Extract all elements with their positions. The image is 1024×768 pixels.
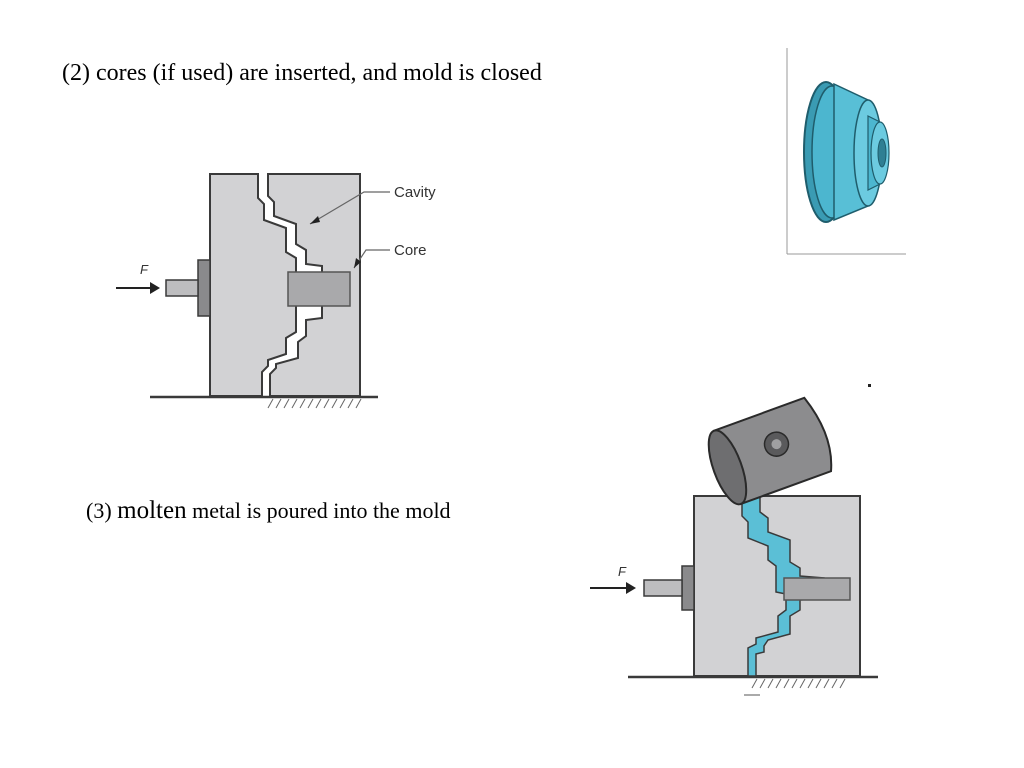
force-label: F [618,564,627,579]
step-2-caption: (2) cores (if used) are inserted, and mo… [62,60,542,86]
core-insert [287,271,351,307]
cavity-leader [309,191,390,225]
ram-rod [643,579,683,597]
floor-hatch [267,398,362,409]
floor-hatch [751,678,846,689]
right-die-half [267,173,361,397]
step-3-caption-prefix: (3) [86,498,118,523]
molten-metal-fill [741,495,825,677]
ladle [707,396,833,506]
ram-rod [165,279,199,297]
step-3-caption-suffix: metal is poured into the mold [186,498,451,523]
step-3-caption: (3) molten metal is poured into the mold [86,497,451,525]
cavity-leader-tip [310,216,320,224]
speck-mark [868,384,871,387]
ram-plate [681,565,695,611]
core-leader-tip [354,258,361,268]
ladle-pivot-hub [771,439,782,450]
step-3-caption-emphasis: molten [117,497,187,524]
force-arrow-head [626,582,636,594]
pouring-diagram: F [590,384,878,696]
left-die-half [209,173,297,397]
force-label: F [140,262,149,277]
cast-part-illustration [786,48,906,255]
core-insert [783,577,851,601]
force-arrow-head [150,282,160,294]
part-bore [877,138,887,168]
ram-plate [197,259,211,317]
cavity-label: Cavity [394,184,436,201]
closed-mold-diagram: F Cavity Core [116,173,436,409]
ladle-rim [707,429,748,506]
core-label: Core [394,242,427,259]
